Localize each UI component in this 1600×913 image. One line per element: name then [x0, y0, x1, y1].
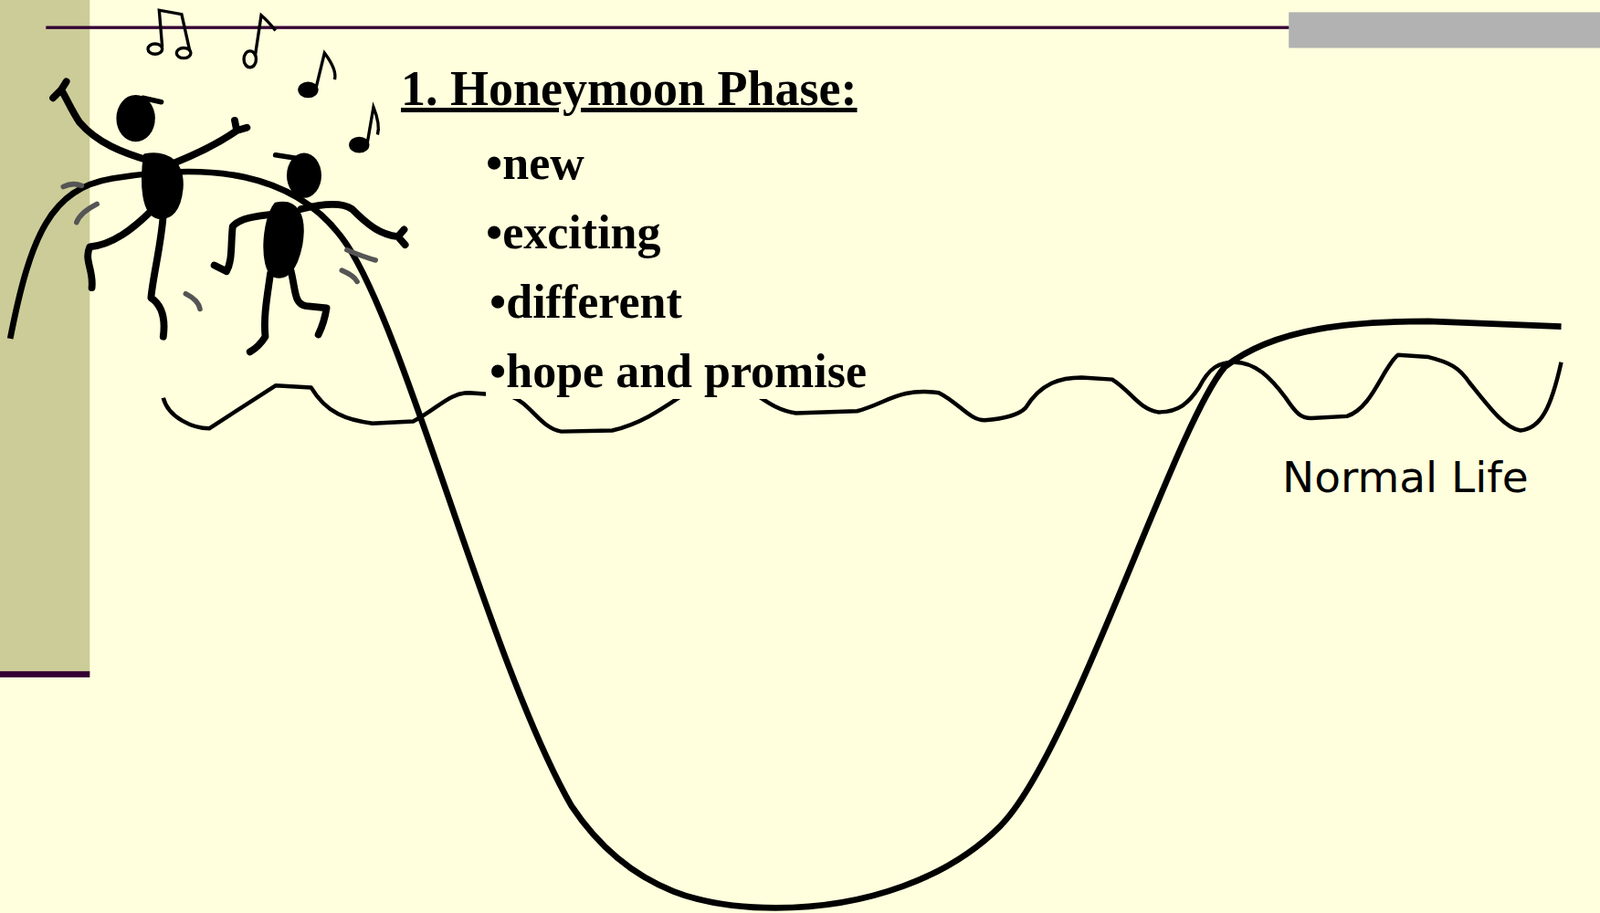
bullet-item: •hope and promise	[485, 344, 871, 400]
music-notes	[147, 10, 379, 153]
grey-bar	[1288, 11, 1600, 48]
bullet-item: •different	[485, 274, 686, 330]
slide-title: 1. Honeymoon Phase:	[400, 60, 858, 117]
bullet-item: •exciting	[485, 205, 662, 261]
side-band-rule	[0, 671, 90, 678]
adjustment-curve	[10, 171, 1561, 908]
bullet-item: •new	[485, 136, 585, 191]
motion-marks	[63, 184, 376, 310]
dancing-figures	[52, 81, 405, 352]
axis-label: Normal Life	[1278, 452, 1533, 503]
